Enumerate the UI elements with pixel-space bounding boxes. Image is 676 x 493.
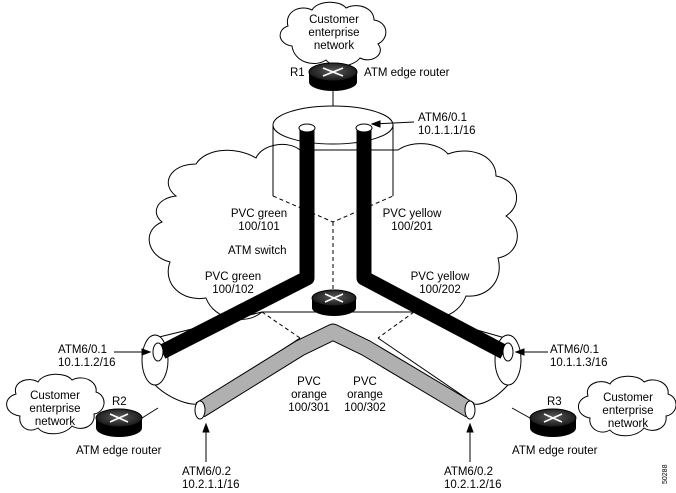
pvc-green-101-label: PVC green 100/101 xyxy=(222,208,296,234)
interface-r2-atm2: ATM6/0.2 10.2.1.1/16 xyxy=(182,466,240,492)
cloud-text-line: enterprise xyxy=(308,27,360,39)
interface-ip: 10.1.1.3/16 xyxy=(550,357,608,369)
pvc-id: 100/302 xyxy=(344,402,386,414)
router-r3-icon xyxy=(529,408,577,437)
cloud-text-line: Customer xyxy=(30,390,80,402)
router-r2-name: R2 xyxy=(112,396,127,408)
pvc-name: PVC green xyxy=(204,271,262,283)
pvc-id: 100/201 xyxy=(391,221,433,233)
atm-switch-label: ATM switch xyxy=(228,245,287,257)
pvc-orange-302-label: PVC orange 100/302 xyxy=(340,376,390,415)
cloud-right xyxy=(578,375,676,437)
pvc-id: 100/102 xyxy=(212,284,254,296)
pvc-name: PVC xyxy=(297,376,321,388)
customer-network-label-top: Customer enterprise network xyxy=(300,14,368,53)
router-r2-label: ATM edge router xyxy=(76,445,162,457)
pvc-green-102-label: PVC green 100/102 xyxy=(196,271,270,297)
figure-id: 50288 xyxy=(662,464,669,484)
customer-network-label-left: Customer enterprise network xyxy=(20,390,90,429)
interface-ip: 10.1.1.1/16 xyxy=(418,125,476,137)
cloud-text-line: network xyxy=(34,416,76,428)
interface-r2-atm1: ATM6/0.1 10.1.1.2/16 xyxy=(58,344,116,370)
cloud-text-line: enterprise xyxy=(29,403,81,415)
interface-ip: 10.1.1.2/16 xyxy=(58,357,116,369)
router-r1-name: R1 xyxy=(290,67,305,79)
router-r3-name: R3 xyxy=(547,396,562,408)
interface-name: ATM6/0.1 xyxy=(58,344,107,356)
interface-name: ATM6/0.1 xyxy=(418,112,467,124)
cloud-left xyxy=(6,373,105,435)
router-r1-label: ATM edge router xyxy=(364,67,450,79)
pvc-id: 100/101 xyxy=(238,221,280,233)
cloud-text-line: Customer xyxy=(309,14,359,26)
interface-ip: 10.2.1.2/16 xyxy=(444,479,502,491)
pvc-color: orange xyxy=(291,389,327,401)
pvc-orange-301-label: PVC orange 100/301 xyxy=(284,376,334,415)
pvc-orange-band xyxy=(195,323,475,418)
interface-r3-atm2: ATM6/0.2 10.2.1.2/16 xyxy=(444,466,502,492)
cloud-text-line: network xyxy=(607,418,649,430)
cloud-text-line: enterprise xyxy=(602,405,654,417)
cloud-text-line: network xyxy=(313,40,355,52)
pvc-name: PVC yellow xyxy=(382,208,442,220)
pvc-yellow-band xyxy=(356,128,508,359)
interface-r1-atm: ATM6/0.1 10.1.1.1/16 xyxy=(418,112,476,138)
interface-name: ATM6/0.1 xyxy=(550,344,599,356)
cloud-text-line: Customer xyxy=(603,392,653,404)
pvc-name: PVC xyxy=(353,376,377,388)
atm-switch-icon xyxy=(311,289,357,316)
pvc-yellow-201-label: PVC yellow 100/201 xyxy=(374,208,450,234)
interface-r3-atm1: ATM6/0.1 10.1.1.3/16 xyxy=(550,344,608,370)
interface-name: ATM6/0.2 xyxy=(444,466,493,478)
pvc-id: 100/202 xyxy=(419,284,461,296)
pvc-yellow-202-label: PVC yellow 100/202 xyxy=(402,271,478,297)
pvc-name: PVC yellow xyxy=(410,271,470,283)
pvc-color: orange xyxy=(347,389,383,401)
pvc-green-band xyxy=(158,128,315,359)
interface-name: ATM6/0.2 xyxy=(182,466,231,478)
pvc-name: PVC green xyxy=(230,208,288,220)
pvc-id: 100/301 xyxy=(288,402,330,414)
router-r2-icon xyxy=(95,408,143,437)
router-r3-label: ATM edge router xyxy=(512,445,598,457)
customer-network-label-right: Customer enterprise network xyxy=(592,392,664,431)
router-r1-icon xyxy=(308,62,358,91)
interface-ip: 10.2.1.1/16 xyxy=(182,479,240,491)
